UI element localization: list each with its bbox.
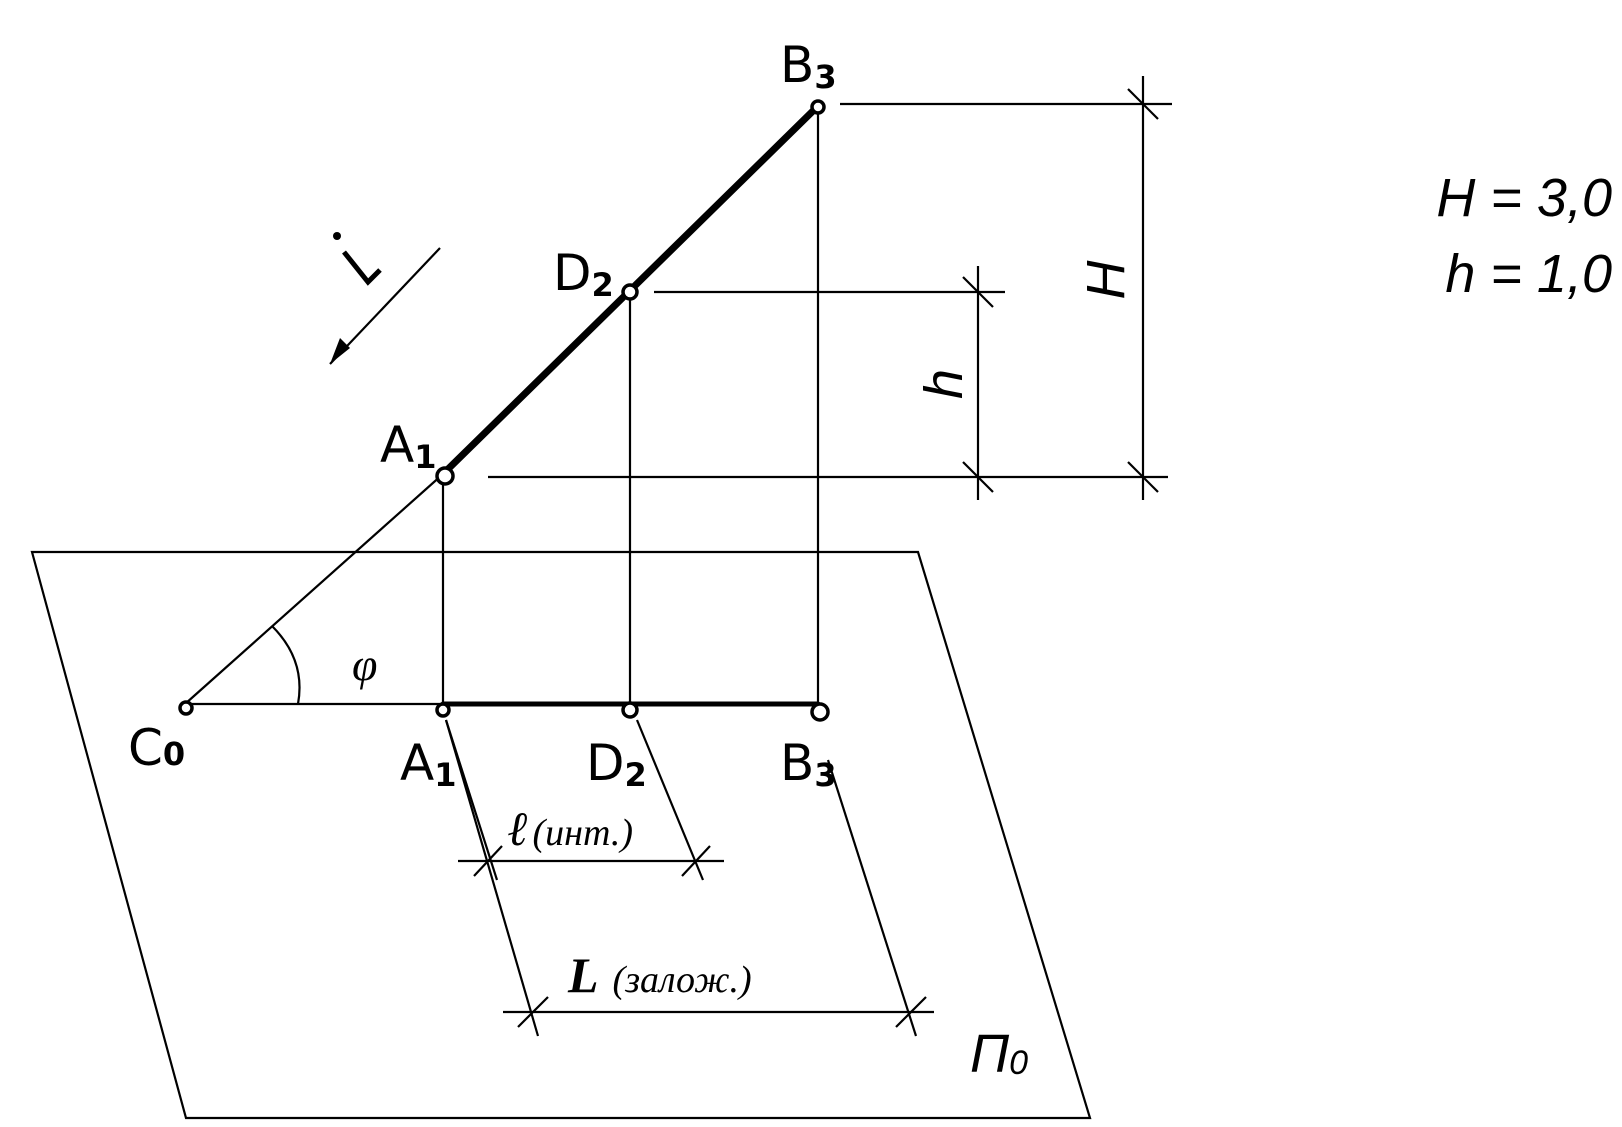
ext-lay-right [826, 759, 918, 1037]
angle-label: φ [352, 639, 377, 690]
tick-lay-left [517, 996, 549, 1028]
slope-arrow-shaft [329, 247, 441, 365]
ext-lay-left [444, 719, 540, 1037]
point-d2-top [621, 283, 639, 301]
height-label-H: H [1076, 260, 1136, 300]
point-d2-bot [621, 701, 639, 719]
plane-outline [30, 550, 1092, 1120]
lay-label: L(залож.) [567, 947, 752, 1003]
slope-letter-dot [333, 232, 341, 240]
height-label-h: h [914, 369, 974, 399]
label-b3-bot: B3 [780, 734, 837, 794]
inclined-line-thin [184, 473, 444, 705]
tick-H-top [1127, 88, 1159, 120]
point-a1-top [435, 466, 455, 486]
interval-label: ℓ(инт.) [508, 803, 633, 856]
tick-lay-right [895, 996, 927, 1028]
point-c0 [178, 700, 194, 716]
tick-h-top [962, 276, 994, 308]
tick-H-bottom [1127, 461, 1159, 493]
ext-interval-right [635, 719, 705, 881]
given-line-2: h = 1,0 [1445, 244, 1612, 304]
label-b3-top: B3 [780, 36, 837, 96]
label-d2-bot: D2 [586, 734, 647, 794]
point-a1-bot [435, 702, 451, 718]
angle-arc [271, 625, 301, 705]
plane-label: П0 [970, 1024, 1028, 1084]
tick-h-bottom [962, 461, 994, 493]
label-c0: C0 [128, 719, 185, 777]
label-d2-top: D2 [553, 244, 614, 304]
point-b3-bot [810, 702, 830, 722]
slope-arrow-head [330, 338, 350, 364]
given-line-1: H = 3,0 [1436, 168, 1612, 228]
label-a1-top: A1 [380, 416, 436, 476]
label-a1-bot: A1 [400, 734, 456, 794]
slope-letter-stroke [342, 250, 382, 286]
point-b3-top [810, 99, 826, 115]
tick-interval-right [681, 845, 711, 877]
